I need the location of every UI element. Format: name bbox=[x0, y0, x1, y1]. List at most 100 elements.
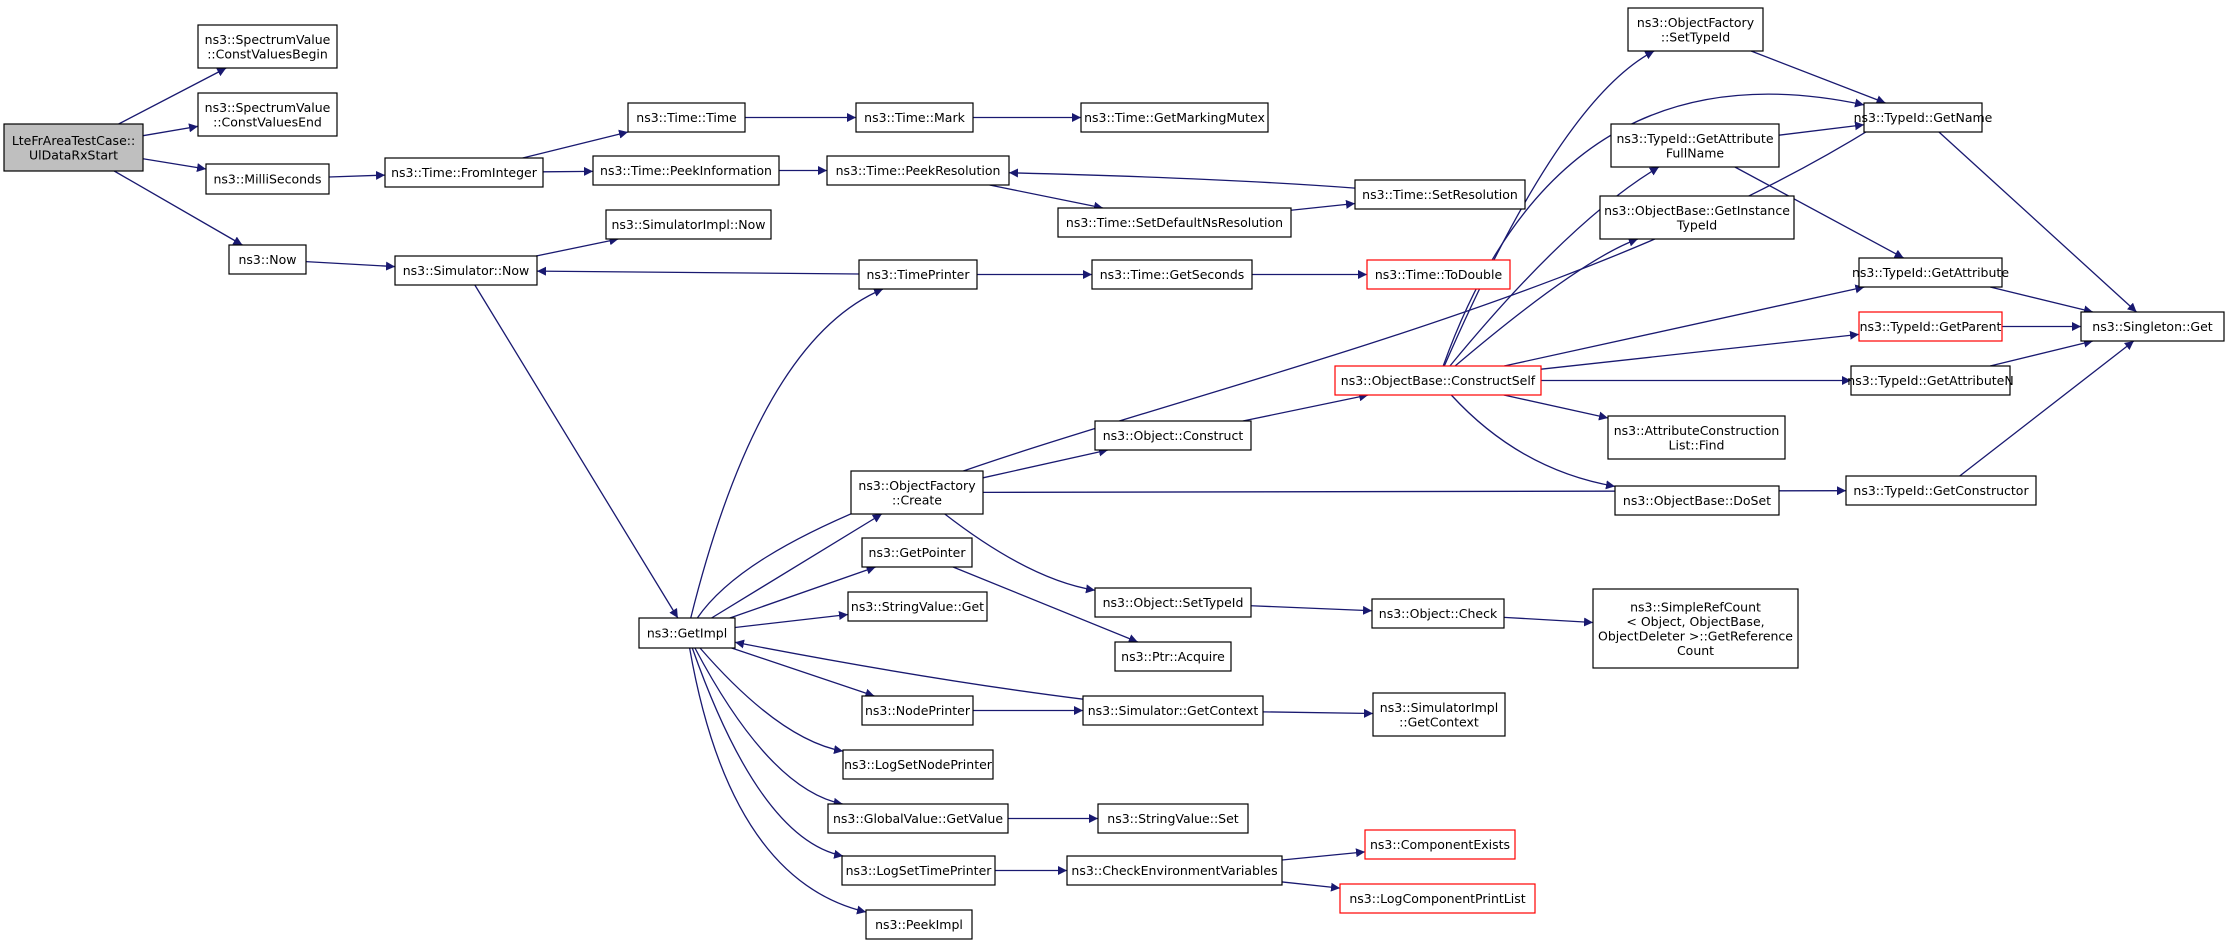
node-box[interactable] bbox=[592, 155, 780, 186]
node-todouble[interactable]: ns3::Time::ToDouble bbox=[1366, 259, 1511, 290]
node-simnow[interactable]: ns3::Simulator::Now bbox=[394, 255, 538, 286]
node-box[interactable] bbox=[1080, 102, 1269, 133]
node-nodeprinter[interactable]: ns3::NodePrinter bbox=[861, 695, 974, 726]
node-tmark[interactable]: ns3::Time::Mark bbox=[855, 102, 974, 133]
node-box[interactable] bbox=[1364, 829, 1516, 860]
node-getmm[interactable]: ns3::Time::GetMarkingMutex bbox=[1080, 102, 1269, 133]
node-box[interactable] bbox=[605, 209, 772, 240]
node-gvgetval[interactable]: ns3::GlobalValue::GetValue bbox=[827, 803, 1009, 834]
node-box[interactable] bbox=[827, 803, 1009, 834]
node-box[interactable] bbox=[1366, 259, 1511, 290]
node-peekres[interactable]: ns3::Time::PeekResolution bbox=[826, 155, 1010, 186]
node-objsettype[interactable]: ns3::Object::SetTypeId bbox=[1094, 587, 1252, 618]
node-getpointer[interactable]: ns3::GetPointer bbox=[861, 537, 973, 568]
node-box[interactable] bbox=[1607, 415, 1786, 460]
node-box[interactable] bbox=[1094, 587, 1252, 618]
node-box[interactable] bbox=[384, 157, 544, 188]
node-constructself[interactable]: ns3::ObjectBase::ConstructSelf bbox=[1334, 365, 1542, 396]
node-box[interactable] bbox=[841, 855, 996, 886]
node-box[interactable] bbox=[1097, 803, 1249, 834]
node-simpleref[interactable]: ns3::SimpleRefCount< Object, ObjectBase,… bbox=[1592, 588, 1799, 669]
node-box[interactable] bbox=[1592, 588, 1799, 669]
node-svcb[interactable]: ns3::SpectrumValue::ConstValuesBegin bbox=[197, 24, 338, 69]
node-box[interactable] bbox=[1082, 695, 1264, 726]
node-logsetnp[interactable]: ns3::LogSetNodePrinter bbox=[842, 749, 994, 780]
node-box[interactable] bbox=[858, 259, 978, 290]
node-getimpl[interactable]: ns3::GetImpl bbox=[638, 617, 736, 649]
node-box[interactable] bbox=[1845, 475, 2037, 506]
node-strvset[interactable]: ns3::StringValue::Set bbox=[1097, 803, 1249, 834]
node-tigetparent[interactable]: ns3::TypeId::GetParent bbox=[1858, 311, 2003, 342]
node-tigetctor[interactable]: ns3::TypeId::GetConstructor bbox=[1845, 475, 2037, 506]
node-ms[interactable]: ns3::MilliSeconds bbox=[205, 163, 330, 195]
node-now[interactable]: ns3::Now bbox=[228, 244, 307, 275]
node-root[interactable]: LteFrAreaTestCase::UlDataRxStart bbox=[3, 123, 144, 172]
node-ptracq[interactable]: ns3::Ptr::Acquire bbox=[1114, 641, 1232, 672]
node-box[interactable] bbox=[1858, 311, 2003, 342]
node-box[interactable] bbox=[847, 591, 988, 622]
node-box[interactable] bbox=[1627, 7, 1764, 52]
node-simgetctx[interactable]: ns3::Simulator::GetContext bbox=[1082, 695, 1264, 726]
node-box[interactable] bbox=[1850, 365, 2011, 396]
node-box[interactable] bbox=[1372, 692, 1506, 737]
node-checkenv[interactable]: ns3::CheckEnvironmentVariables bbox=[1066, 855, 1283, 886]
node-peekinfo[interactable]: ns3::Time::PeekInformation bbox=[592, 155, 780, 186]
node-getsec[interactable]: ns3::Time::GetSeconds bbox=[1091, 259, 1253, 290]
node-box[interactable] bbox=[197, 92, 338, 137]
node-tigetname[interactable]: ns3::TypeId::GetName bbox=[1854, 102, 1993, 133]
node-box[interactable] bbox=[1334, 365, 1542, 396]
node-ofcreate[interactable]: ns3::ObjectFactory::Create bbox=[850, 470, 984, 515]
node-ttime[interactable]: ns3::Time::Time bbox=[627, 102, 746, 133]
node-box[interactable] bbox=[394, 255, 538, 286]
node-objconstruct[interactable]: ns3::Object::Construct bbox=[1094, 420, 1252, 451]
node-box[interactable] bbox=[1339, 883, 1536, 914]
node-box[interactable] bbox=[1091, 259, 1253, 290]
node-simimplctx[interactable]: ns3::SimulatorImpl::GetContext bbox=[1372, 692, 1506, 737]
node-box[interactable] bbox=[1863, 102, 1983, 133]
node-logsettp[interactable]: ns3::LogSetTimePrinter bbox=[841, 855, 996, 886]
node-setdef[interactable]: ns3::Time::SetDefaultNsResolution bbox=[1057, 207, 1292, 238]
node-box[interactable] bbox=[1057, 207, 1292, 238]
node-box[interactable] bbox=[638, 617, 736, 649]
node-strvget[interactable]: ns3::StringValue::Get bbox=[847, 591, 988, 622]
node-logcomppl[interactable]: ns3::LogComponentPrintList bbox=[1339, 883, 1536, 914]
node-timeprinter[interactable]: ns3::TimePrinter bbox=[858, 259, 978, 290]
node-ofsettype[interactable]: ns3::ObjectFactory::SetTypeId bbox=[1627, 7, 1764, 52]
node-tigetattrn[interactable]: ns3::TypeId::GetAttributeN bbox=[1847, 365, 2014, 396]
node-box[interactable] bbox=[1354, 179, 1526, 210]
node-objcheck[interactable]: ns3::Object::Check bbox=[1371, 598, 1505, 629]
node-box[interactable] bbox=[1614, 485, 1780, 516]
node-box[interactable] bbox=[228, 244, 307, 275]
node-box[interactable] bbox=[1858, 257, 2003, 288]
node-box[interactable] bbox=[865, 909, 973, 940]
node-box[interactable] bbox=[1066, 855, 1283, 886]
node-box[interactable] bbox=[1094, 420, 1252, 451]
node-setres[interactable]: ns3::Time::SetResolution bbox=[1354, 179, 1526, 210]
node-box[interactable] bbox=[861, 537, 973, 568]
node-box[interactable] bbox=[1610, 123, 1780, 168]
node-tigetattr[interactable]: ns3::TypeId::GetAttribute bbox=[1852, 257, 2009, 288]
node-compexists[interactable]: ns3::ComponentExists bbox=[1364, 829, 1516, 860]
node-box[interactable] bbox=[826, 155, 1010, 186]
node-box[interactable] bbox=[1371, 598, 1505, 629]
node-box[interactable] bbox=[1114, 641, 1232, 672]
node-box[interactable] bbox=[861, 695, 974, 726]
node-box[interactable] bbox=[2080, 311, 2225, 342]
node-svce[interactable]: ns3::SpectrumValue::ConstValuesEnd bbox=[197, 92, 338, 137]
node-box[interactable] bbox=[842, 749, 994, 780]
node-box[interactable] bbox=[3, 123, 144, 172]
node-box[interactable] bbox=[850, 470, 984, 515]
node-simimplnow[interactable]: ns3::SimulatorImpl::Now bbox=[605, 209, 772, 240]
node-box[interactable] bbox=[205, 163, 330, 195]
node-box[interactable] bbox=[627, 102, 746, 133]
node-box[interactable] bbox=[197, 24, 338, 69]
node-box[interactable] bbox=[855, 102, 974, 133]
node-singleton[interactable]: ns3::Singleton::Get bbox=[2080, 311, 2225, 342]
node-peekimpl[interactable]: ns3::PeekImpl bbox=[865, 909, 973, 940]
node-fromint[interactable]: ns3::Time::FromInteger bbox=[384, 157, 544, 188]
node-box[interactable] bbox=[1599, 195, 1795, 240]
node-obdoset[interactable]: ns3::ObjectBase::DoSet bbox=[1614, 485, 1780, 516]
